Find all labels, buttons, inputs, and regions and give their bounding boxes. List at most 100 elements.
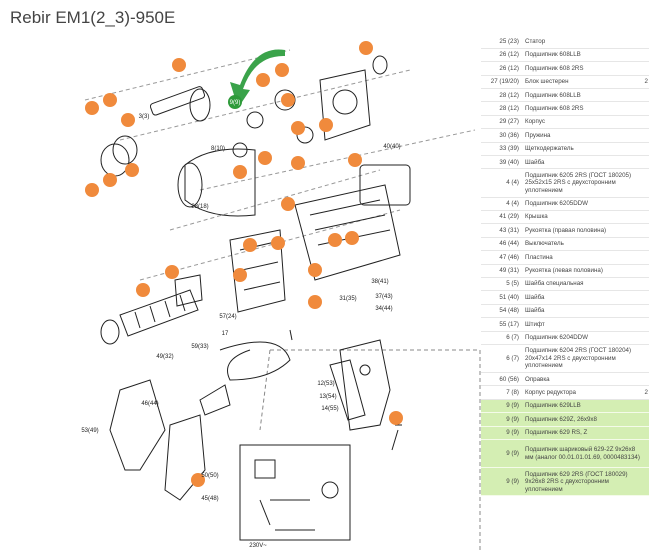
parts-cell-name: Подшипник 629LLB	[523, 399, 640, 414]
parts-cell-pos: 47 (46)	[499, 253, 519, 261]
svg-text:49(32): 49(32)	[156, 354, 173, 360]
parts-cell-pos: 9 (9)	[481, 412, 523, 427]
parts-row: 25 (23) Статор	[481, 35, 649, 49]
svg-text:37(43): 37(43)	[375, 294, 392, 300]
parts-cell-pos: 33 (39)	[499, 145, 519, 153]
parts-cell-name: Пружина	[525, 131, 551, 139]
parts-row: 28 (12)Подшипник 608 2RS	[481, 102, 649, 116]
parts-row: 9 (9)Подшипник 629LLB	[481, 399, 649, 414]
svg-text:57(24): 57(24)	[219, 314, 236, 320]
parts-cell-pos: 9 (9)	[481, 439, 523, 469]
parts-cell-pos: 55 (17)	[499, 320, 519, 328]
parts-row: 51 (40)Шайба	[481, 291, 649, 305]
parts-row: 27 (19/20) Блок шестерен 2	[481, 75, 649, 89]
parts-row: 9 (9)Подшипник шариковый 629-2Z 9x26x8 м…	[481, 439, 649, 469]
parts-cell-name: Подшипник 6204DDW	[525, 333, 588, 341]
parts-cell-pos: 27 (19/20)	[490, 78, 519, 86]
parts-row: 30 (36)Пружина	[481, 129, 649, 143]
svg-text:12(53): 12(53)	[317, 381, 334, 387]
parts-cell-mark	[640, 224, 649, 237]
parts-cell-name: Шайба специальная	[525, 280, 584, 288]
parts-cell-pos: 25 (23)	[499, 37, 519, 45]
parts-cell-mark	[640, 169, 649, 197]
parts-cell-mark	[640, 115, 649, 128]
parts-row: 33 (39) Щеткодержатель	[481, 142, 649, 156]
parts-cell-mark	[640, 35, 649, 48]
parts-cell-pos: 9 (9)	[481, 426, 523, 441]
parts-cell-name: Подшипник 6205 2RS (ГОСТ 180205) 25x52x1…	[525, 171, 632, 194]
svg-text:53(49): 53(49)	[81, 428, 98, 434]
parts-cell-name: Подшипник 629Z, 26x9x8	[523, 412, 640, 427]
svg-text:40(40): 40(40)	[383, 144, 400, 150]
pointer-arrow-icon	[230, 49, 285, 108]
parts-cell-name: Шайба	[525, 293, 545, 301]
svg-text:34(44): 34(44)	[375, 306, 392, 312]
parts-cell-mark	[640, 373, 649, 386]
parts-cell-mark	[640, 318, 649, 331]
parts-row: 9 (9)Подшипник 629 RS, Z	[481, 426, 649, 441]
parts-cell-name: Шайба	[525, 158, 545, 166]
parts-cell-mark: 2	[644, 78, 648, 86]
parts-cell-pos: 41 (29)	[499, 213, 519, 221]
parts-cell-name: Пластина	[525, 253, 553, 261]
parts-row: 9 (9)Подшипник 629 2RS (ГОСТ 180029) 9x2…	[481, 467, 649, 497]
parts-cell-pos: 9 (9)	[481, 467, 523, 497]
parts-cell-name: Рукоятка (правая половина)	[525, 226, 607, 234]
parts-cell-pos: 39 (40)	[499, 158, 519, 166]
parts-row: 6 (7)Подшипник 6204 2RS (ГОСТ 180204) 20…	[481, 344, 649, 373]
parts-cell-pos: 43 (31)	[499, 226, 519, 234]
parts-cell-mark	[640, 129, 649, 142]
parts-cell-name: Штифт	[525, 320, 545, 328]
parts-row: 41 (29) Крышка	[481, 210, 649, 224]
parts-cell-mark: 2	[644, 388, 648, 396]
parts-cell-name: Блок шестерен	[525, 78, 569, 86]
parts-cell-mark	[640, 197, 649, 210]
parts-cell-mark	[640, 102, 649, 115]
page-title: Rebir EM1(2_3)-950E	[10, 8, 176, 27]
parts-row: 26 (12)Подшипник 608LLB	[481, 48, 649, 62]
parts-cell-name: Щеткодержатель	[525, 145, 574, 153]
parts-cell-mark	[640, 331, 649, 344]
svg-text:50(50): 50(50)	[201, 473, 218, 479]
parts-cell-mark	[640, 344, 649, 372]
parts-cell-name: Статор	[525, 37, 546, 45]
parts-cell-pos: 28 (12)	[499, 91, 519, 99]
parts-cell-pos: 7 (8)	[506, 388, 519, 396]
parts-cell-name: Оправка	[525, 375, 550, 383]
parts-cell-mark	[640, 142, 649, 155]
parts-cell-name: Подшипник 629 2RS (ГОСТ 180029) 9x26x8 2…	[523, 467, 640, 497]
parts-cell-mark	[640, 291, 649, 304]
parts-cell-pos: 54 (48)	[499, 307, 519, 315]
parts-cell-mark	[640, 439, 649, 469]
parts-row: 54 (48)Шайба	[481, 304, 649, 318]
parts-cell-mark	[640, 48, 649, 61]
svg-text:3(3): 3(3)	[139, 114, 150, 120]
svg-text:9(9): 9(9)	[230, 100, 241, 106]
parts-cell-name: Подшипник шариковый 629-2Z 9x26x8 мм (ан…	[523, 439, 640, 469]
parts-cell-pos: 28 (12)	[499, 104, 519, 112]
svg-text:13(54): 13(54)	[319, 394, 336, 400]
parts-cell-mark	[640, 89, 649, 102]
svg-text:38(41): 38(41)	[371, 279, 388, 285]
parts-cell-mark	[640, 399, 649, 414]
parts-cell-name: Подшипник 608 2RS	[525, 64, 584, 72]
svg-text:8(10): 8(10)	[211, 146, 225, 152]
parts-row: 9 (9)Подшипник 629Z, 26x9x8	[481, 412, 649, 427]
parts-cell-pos: 29 (27)	[499, 118, 519, 126]
parts-cell-pos: 6 (7)	[506, 354, 519, 362]
svg-text:31(35): 31(35)	[339, 296, 356, 302]
parts-cell-name: Подшипник 608LLB	[525, 51, 581, 59]
parts-row: 5 (5)Шайба специальная	[481, 277, 649, 291]
parts-cell-name: Крышка	[525, 213, 548, 221]
parts-row: 46 (44)Выключатель	[481, 237, 649, 251]
parts-cell-mark	[640, 156, 649, 169]
parts-row: 29 (27)Корпус	[481, 115, 649, 129]
parts-row: 49 (31)Рукоятка (левая половина)	[481, 264, 649, 278]
exploded-parts-diagram: 9(9) 3(3) 8(10) 28(18) 40(40) 31(35) 38(…	[81, 41, 481, 550]
parts-cell-mark	[640, 237, 649, 250]
voltage-label: 230V~	[249, 543, 267, 549]
svg-text:14(55): 14(55)	[321, 406, 338, 412]
parts-row: 4 (4)Подшипник 6205DDW	[481, 197, 649, 211]
parts-table: 25 (23) Статор 26 (12)Подшипник 608LLB 2 6 (…	[481, 35, 649, 497]
svg-text:59(33): 59(33)	[191, 344, 208, 350]
